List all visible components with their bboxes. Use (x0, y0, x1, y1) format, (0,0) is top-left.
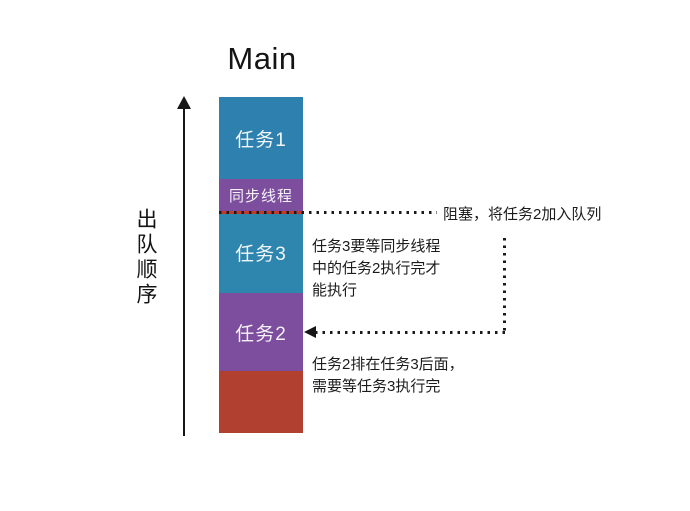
queue-block-task3: 任务3 (219, 212, 303, 293)
queue-block-label: 任务3 (235, 244, 287, 265)
task2-wait-note: 任务2排在任务3后面， 需要等任务3执行完 (312, 356, 464, 395)
queue-block-label: 同步线程 (228, 188, 293, 205)
task3-wait-note: 任务3要等同步线程 中的任务2执行完才 能执行 (312, 238, 441, 299)
enqueue-dotted-line-vertical (503, 238, 506, 331)
enqueue-dotted-line-horizontal (315, 331, 505, 334)
arrow-left-icon (304, 326, 316, 338)
arrow-up-icon (177, 96, 191, 109)
queue-block-label: 任务1 (235, 129, 287, 151)
main-queue-stack: 任务1 同步线程任务3 任务2 (219, 97, 303, 433)
dequeue-order-arrow-line (183, 107, 185, 436)
blocking-note: 阻塞，将任务2加入队列 (443, 206, 602, 223)
dequeue-order-label: 出队顺序 (134, 208, 157, 308)
queue-block-tail (219, 371, 303, 433)
queue-block-task1: 任务1 (219, 97, 303, 179)
queue-block-sync-thread: 同步线程 (219, 179, 303, 212)
queue-block-label: 任务2 (235, 323, 287, 345)
main-queue-title: Main (227, 41, 297, 76)
queue-block-task2: 任务2 (219, 293, 303, 371)
blocking-dotted-line (219, 211, 437, 214)
